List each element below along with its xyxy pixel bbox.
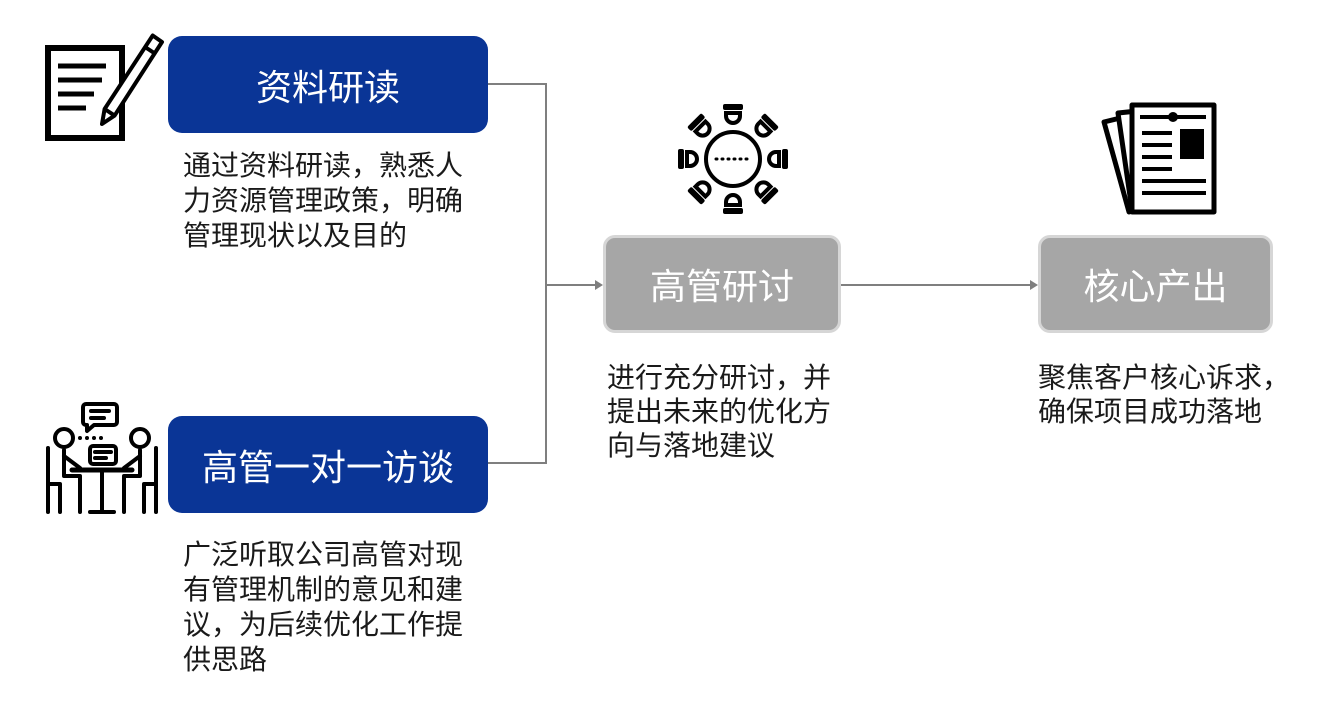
document-writing-icon: [45, 33, 164, 141]
newspaper-icon: [1101, 102, 1217, 215]
description-line: 聚焦客户核心诉求，: [1038, 362, 1291, 393]
discussion-title: 高管研讨: [649, 266, 794, 307]
description-line: 向与落地建议: [607, 430, 776, 461]
output-title: 核心产出: [1083, 266, 1228, 307]
discussion-description: 进行充分研讨，并 提出未来的优化方 向与落地建议: [607, 361, 831, 463]
description-line: 供思路: [183, 644, 268, 675]
round-table-icon: [678, 104, 788, 214]
arrow-to-discussion-head: [595, 280, 603, 290]
conversation-dots: [78, 436, 103, 440]
speech-bubble-top: [81, 402, 119, 433]
description-line: 进行充分研讨，并: [607, 362, 832, 393]
research-description: 通过资料研读，熟悉人 力资源管理政策，明确 管理现状以及目的: [183, 148, 463, 253]
speech-bubble-table: [88, 444, 118, 466]
photo-block: [1180, 129, 1204, 159]
left-person-head: [53, 427, 75, 449]
research-title: 资料研读: [255, 66, 400, 108]
description-line: 通过资料研读，熟悉人: [183, 150, 464, 181]
right-person-body: [122, 446, 158, 514]
description-line: 确保项目成功落地: [1038, 396, 1263, 427]
research-box: 资料研读: [168, 36, 488, 133]
description-line: 广泛听取公司高管对现: [183, 539, 464, 570]
output-description: 聚焦客户核心诉求， 确保项目成功落地: [1038, 361, 1290, 429]
description-line: 力资源管理政策，明确: [183, 185, 464, 216]
discussion-box: 高管研讨: [603, 235, 841, 333]
arrow-to-output-head: [1030, 280, 1038, 290]
pen: [100, 33, 164, 126]
description-line: 议，为后续优化工作提: [183, 609, 464, 640]
table: [69, 467, 135, 514]
left-person-body: [46, 446, 82, 514]
right-person-head: [129, 427, 151, 449]
description-line: 提出未来的优化方: [607, 396, 832, 427]
interview-box: 高管一对一访谈: [168, 416, 488, 513]
meeting-interview-icon: [46, 402, 158, 514]
chairs: [678, 104, 788, 214]
interview-title: 高管一对一访谈: [201, 446, 454, 488]
document-lines: [58, 63, 106, 111]
output-box: 核心产出: [1038, 235, 1273, 333]
connector-bracket: [488, 83, 547, 464]
description-line: 有管理机制的意见和建: [183, 574, 464, 605]
description-line: 管理现状以及目的: [183, 220, 408, 251]
interview-description: 广泛听取公司高管对现 有管理机制的意见和建 议，为后续优化工作提 供思路: [183, 537, 463, 677]
header-dot: [1168, 112, 1178, 122]
